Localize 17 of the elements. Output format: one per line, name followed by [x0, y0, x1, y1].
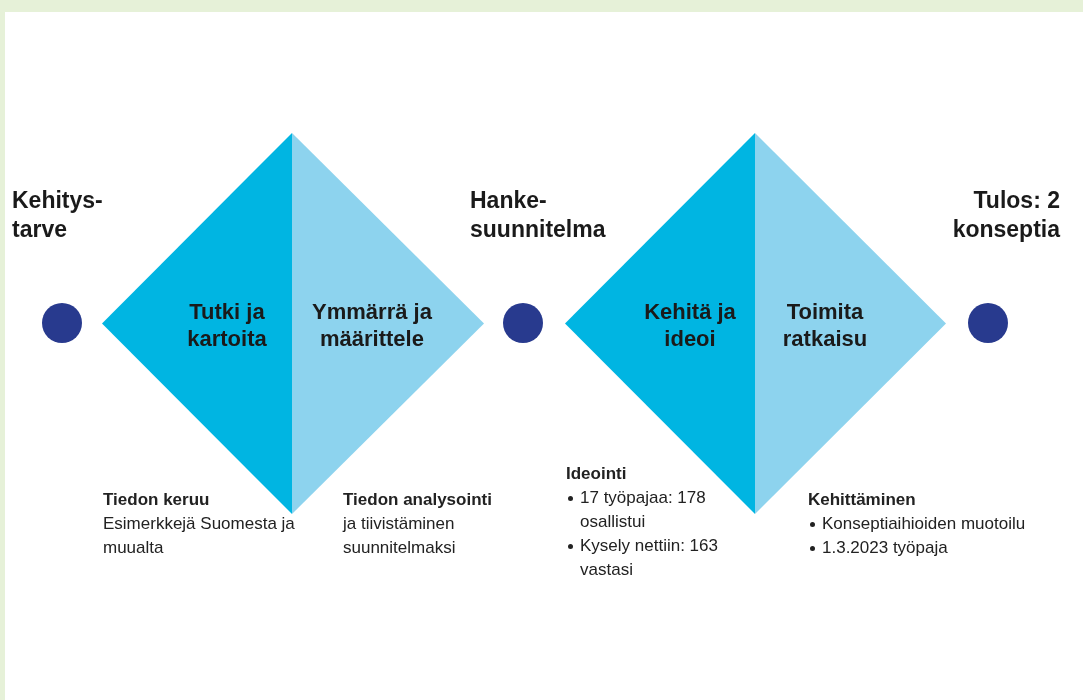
caption-heading: Ideointi: [566, 463, 627, 485]
bullet-text: 1.3.2023 työpaja: [822, 537, 948, 559]
caption-text: Esimerkkejä Suomesta ja muualta: [103, 513, 296, 559]
phase-label: Ymmärrä ja määrittele: [311, 298, 433, 352]
bullet-text: Konseptiaihioiden muotoilu: [822, 513, 1026, 535]
bullet-text: Kysely nettiin: 163 vastasi: [580, 535, 719, 581]
phase-label: Kehitä ja ideoi: [643, 298, 737, 352]
stage-heading: Hanke- suunnitelma: [470, 186, 607, 244]
stage-heading: Kehitys- tarve: [12, 186, 104, 244]
caption-heading: Kehittäminen: [808, 489, 916, 511]
stage-heading: Tulos: 2 konseptia: [951, 186, 1060, 244]
phase-label: Tutki ja kartoita: [186, 298, 268, 352]
phase-label: Toimita ratkaisu: [781, 298, 869, 352]
caption-heading: Tiedon keruu: [103, 489, 210, 511]
caption-text: ja tiivistäminen suunnitelmaksi: [343, 513, 457, 559]
bullet-text: 17 työpajaa: 178 osallistui: [580, 487, 707, 533]
caption-heading: Tiedon analysointi: [343, 489, 492, 511]
